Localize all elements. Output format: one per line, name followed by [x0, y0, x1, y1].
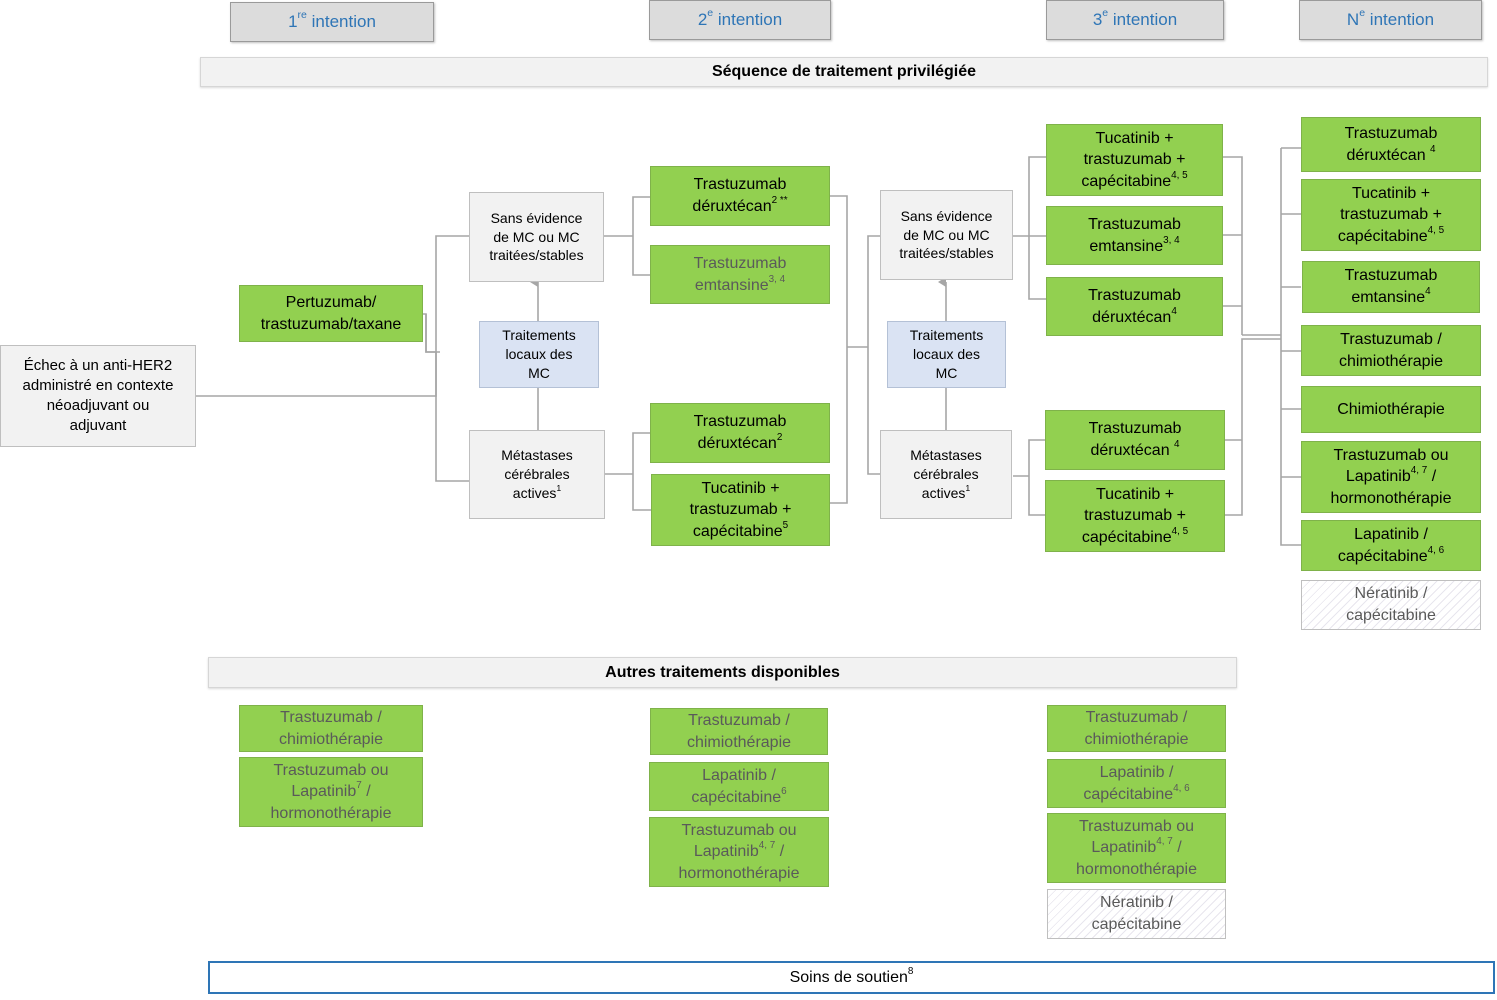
- nth-neratinib-capecitabine: Nératinib /capécitabine: [1301, 580, 1481, 630]
- first-line-pertuzumab-trastuzumab-taxane: Pertuzumab/trastuzumab/taxane: [239, 285, 423, 342]
- nth-lapatinib-capecitabine: Lapatinib /capécitabine4, 6: [1301, 520, 1481, 571]
- other3-trastuzumab-chemotherapy: Trastuzumab /chimiothérapie: [1047, 705, 1226, 752]
- col3-brain-tucatinib-combo: Tucatinib +trastuzumab +capécitabine4, 5: [1045, 480, 1225, 552]
- nth-tucatinib-combo: Tucatinib +trastuzumab +capécitabine4, 5: [1301, 179, 1481, 251]
- header-nth-intention: Ne intention: [1299, 0, 1482, 40]
- other3-neratinib-capecitabine: Nératinib /capécitabine: [1047, 889, 1226, 939]
- col3-tucatinib-combo: Tucatinib +trastuzumab +capécitabine4, 5: [1046, 124, 1223, 196]
- header-second-intention: 2e intention: [649, 0, 831, 40]
- header-first-intention: 1re intention: [230, 2, 434, 42]
- other2-lapatinib-capecitabine: Lapatinib /capécitabine6: [649, 762, 829, 811]
- nth-trastuzumab-chemotherapy: Trastuzumab /chimiothérapie: [1301, 325, 1481, 376]
- col2-brain-tucatinib-combo: Tucatinib +trastuzumab +capécitabine5: [651, 474, 830, 546]
- preferred-sequence-band: Séquence de traitement privilégiée: [200, 57, 1488, 87]
- other3-lapatinib-capecitabine: Lapatinib /capécitabine4, 6: [1047, 759, 1226, 808]
- other-treatments-band: Autres traitements disponibles: [208, 657, 1237, 688]
- nth-chemotherapy: Chimiothérapie: [1301, 386, 1481, 433]
- other1-trastuzumab-chemotherapy: Trastuzumab /chimiothérapie: [239, 705, 423, 752]
- other2-trastuzumab-chemotherapy: Trastuzumab /chimiothérapie: [650, 708, 828, 755]
- header-third-intention: 3e intention: [1046, 0, 1224, 40]
- supportive-care-band: Soins de soutien8: [208, 961, 1495, 994]
